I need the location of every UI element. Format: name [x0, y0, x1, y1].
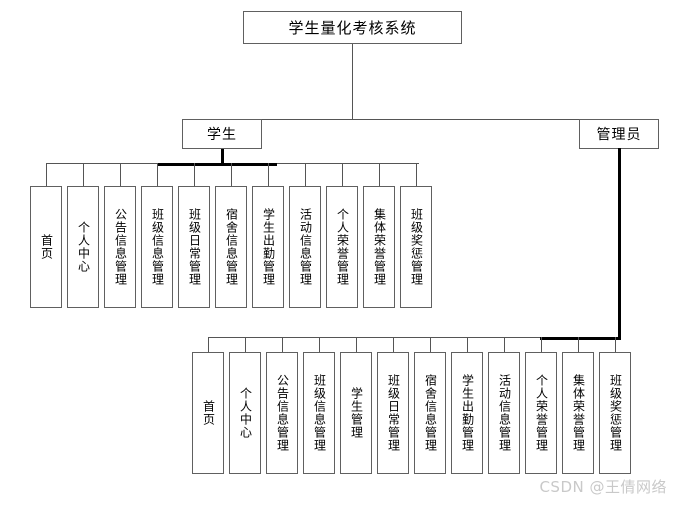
node-root-label: 学生量化考核系统	[288, 19, 417, 37]
riser	[194, 163, 195, 186]
student-module-label: 班级日常管理	[187, 208, 202, 286]
admin-module-node[interactable]: 学生出勤管理	[451, 352, 483, 474]
node-root-system[interactable]: 学生量化考核系统	[243, 11, 462, 44]
student-module-label: 公告信息管理	[113, 208, 128, 286]
connector-root-drop	[352, 44, 353, 120]
admin-module-node[interactable]: 活动信息管理	[488, 352, 520, 474]
student-module-label: 个人荣誉管理	[335, 208, 350, 286]
admin-module-label: 个人荣誉管理	[534, 374, 549, 452]
admin-module-label: 集体荣誉管理	[571, 374, 586, 452]
student-module-node[interactable]: 公告信息管理	[104, 186, 136, 308]
riser	[379, 163, 380, 186]
admin-module-label: 班级信息管理	[312, 374, 327, 452]
student-module-node[interactable]: 宿舍信息管理	[215, 186, 247, 308]
admin-module-node[interactable]: 班级信息管理	[303, 352, 335, 474]
watermark: CSDN @王倩网络	[539, 478, 667, 496]
admin-module-label: 活动信息管理	[497, 374, 512, 452]
student-module-node[interactable]: 个人荣誉管理	[326, 186, 358, 308]
admin-module-label: 学生管理	[349, 387, 364, 439]
connector-student-drop	[221, 149, 224, 165]
connector-student-bus-emphasis	[157, 163, 277, 166]
riser	[231, 163, 232, 186]
admin-module-node[interactable]: 集体荣誉管理	[562, 352, 594, 474]
student-module-node[interactable]: 班级信息管理	[141, 186, 173, 308]
student-module-label: 集体荣誉管理	[372, 208, 387, 286]
node-student-label: 学生	[207, 127, 237, 143]
student-module-label: 宿舍信息管理	[224, 208, 239, 286]
student-module-node[interactable]: 个人中心	[67, 186, 99, 308]
riser	[541, 337, 542, 352]
connector-admin-bus-emphasis	[540, 337, 620, 340]
node-student[interactable]: 学生	[182, 119, 262, 149]
admin-module-node[interactable]: 个人荣誉管理	[525, 352, 557, 474]
admin-module-node[interactable]: 学生管理	[340, 352, 372, 474]
student-module-node[interactable]: 集体荣誉管理	[363, 186, 395, 308]
riser	[305, 163, 306, 186]
admin-module-label: 班级日常管理	[386, 374, 401, 452]
student-module-label: 首页	[39, 234, 54, 260]
riser	[282, 337, 283, 352]
connector-admin-drop	[618, 148, 621, 340]
student-module-label: 个人中心	[76, 221, 91, 273]
admin-module-label: 学生出勤管理	[460, 374, 475, 452]
connector-admin-bus	[208, 337, 620, 338]
admin-module-node[interactable]: 首页	[192, 352, 224, 474]
student-module-label: 班级奖惩管理	[409, 208, 424, 286]
riser	[615, 337, 616, 352]
riser	[83, 163, 84, 186]
admin-module-label: 宿舍信息管理	[423, 374, 438, 452]
riser	[416, 163, 417, 186]
admin-module-node[interactable]: 公告信息管理	[266, 352, 298, 474]
riser	[268, 163, 269, 186]
student-module-label: 班级信息管理	[150, 208, 165, 286]
student-module-node[interactable]: 学生出勤管理	[252, 186, 284, 308]
student-module-node[interactable]: 首页	[30, 186, 62, 308]
riser	[157, 163, 158, 186]
riser	[319, 337, 320, 352]
node-administrator-label: 管理员	[596, 127, 642, 143]
admin-module-node[interactable]: 班级奖惩管理	[599, 352, 631, 474]
admin-module-node[interactable]: 个人中心	[229, 352, 261, 474]
riser	[393, 337, 394, 352]
riser	[342, 163, 343, 186]
student-module-node[interactable]: 班级奖惩管理	[400, 186, 432, 308]
admin-module-node[interactable]: 班级日常管理	[377, 352, 409, 474]
riser	[208, 337, 209, 352]
admin-module-label: 公告信息管理	[275, 374, 290, 452]
student-module-node[interactable]: 活动信息管理	[289, 186, 321, 308]
admin-module-label: 班级奖惩管理	[608, 374, 623, 452]
node-administrator[interactable]: 管理员	[579, 119, 659, 149]
admin-module-label: 个人中心	[238, 387, 253, 439]
connector-main-bus	[222, 119, 620, 120]
admin-module-label: 首页	[201, 400, 216, 426]
riser	[120, 163, 121, 186]
student-module-label: 学生出勤管理	[261, 208, 276, 286]
student-module-label: 活动信息管理	[298, 208, 313, 286]
student-module-node[interactable]: 班级日常管理	[178, 186, 210, 308]
riser	[504, 337, 505, 352]
riser	[430, 337, 431, 352]
riser	[467, 337, 468, 352]
riser	[578, 337, 579, 352]
riser	[46, 163, 47, 186]
admin-module-node[interactable]: 宿舍信息管理	[414, 352, 446, 474]
riser	[245, 337, 246, 352]
riser	[356, 337, 357, 352]
